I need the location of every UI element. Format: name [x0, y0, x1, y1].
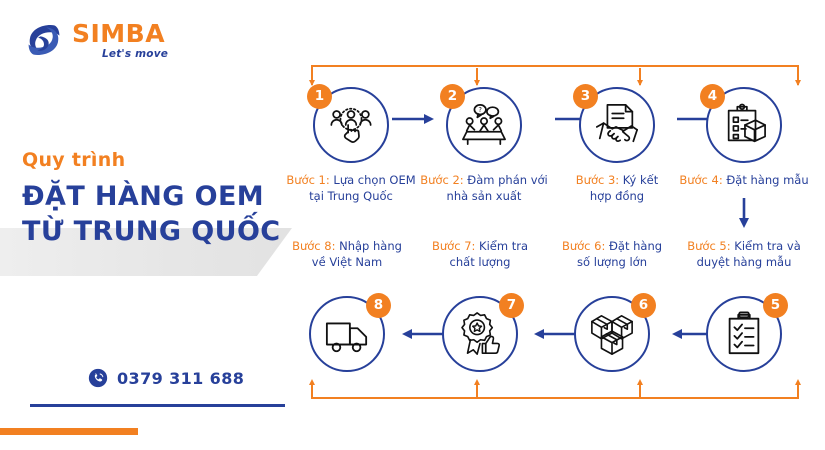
step-node-4[interactable]: 4	[700, 84, 782, 163]
phone-icon	[88, 368, 108, 388]
step-label-7: Bước 7:	[432, 239, 476, 253]
brand-logo[interactable]: SIMBA Let's move	[22, 18, 168, 62]
step-node-6[interactable]: 6	[574, 293, 656, 372]
step-node-1[interactable]: 1	[307, 84, 389, 163]
step-text2-8: về Việt Nam	[311, 255, 383, 270]
user-selection-icon	[330, 107, 372, 143]
step-text2-7: chất lượng	[449, 255, 511, 270]
title-line-2: TỪ TRUNG QUỐC	[22, 216, 281, 248]
step-node-5[interactable]: 5	[706, 293, 788, 372]
divider-blue	[30, 404, 285, 407]
step-badge-1: 1	[307, 84, 332, 109]
step-caption-4: Bước 4: Đặt hàng mẫu	[675, 172, 813, 188]
step-caption-5: Bước 5: Kiểm tra và duyệt hàng mẫu	[675, 238, 813, 271]
arrow-step6-to-step7	[534, 329, 576, 339]
step-badge-2: 2	[440, 84, 465, 109]
step-text-3: Ký kết	[619, 173, 659, 187]
step-text-7: Kiểm tra	[475, 239, 528, 253]
step-caption-3: Bước 3: Ký kết hợp đồng	[548, 172, 686, 205]
arrow-step1-to-step2	[392, 114, 434, 124]
title-line-1: ĐẶT HÀNG OEM	[22, 180, 265, 212]
step-badge-7: 7	[499, 293, 524, 318]
stacked-boxes-icon	[591, 314, 633, 355]
step-caption-1: Bước 1: Lựa chọn OEM tại Trung Quốc	[282, 172, 420, 205]
step-label-5: Bước 5:	[687, 239, 731, 253]
step-badge-4: 4	[700, 84, 725, 109]
step-text2-2: nhà sản xuất	[446, 189, 522, 204]
delivery-truck-icon	[325, 322, 368, 353]
step-text-1: Lựa chọn OEM	[329, 173, 416, 187]
step-badge-8: 8	[366, 293, 391, 318]
step-text2-5: duyệt hàng mẫu	[696, 255, 792, 270]
step-badge-3: 3	[573, 84, 598, 109]
phone-number: 0379 311 688	[117, 368, 245, 388]
title-banner-shape	[0, 228, 292, 276]
title-eyebrow: Quy trình	[22, 149, 126, 171]
step-node-2[interactable]: 2 ?	[440, 84, 522, 163]
step-label-4: Bước 4:	[679, 173, 723, 187]
step-caption-2: Bước 2: Đàm phán với nhà sản xuất	[415, 172, 553, 205]
step-caption-6: Bước 6: Đặt hàng số lượng lớn	[543, 238, 681, 271]
arrow-step4-to-step5	[739, 198, 749, 228]
negotiation-meeting-icon: ?	[462, 104, 506, 146]
step-label-3: Bước 3:	[575, 173, 620, 187]
brand-tagline: Let's move	[102, 47, 169, 60]
arrow-step7-to-step8	[402, 329, 444, 339]
contract-handshake-icon	[596, 104, 638, 143]
step-text-4: Đặt hàng mẫu	[722, 173, 809, 187]
step-node-7[interactable]: 7	[442, 293, 524, 372]
step-label-1: Bước 1:	[286, 173, 330, 187]
bottom-connector-bracket	[309, 379, 801, 399]
clipboard-checklist-icon	[728, 311, 760, 355]
quality-badge-icon	[461, 312, 501, 355]
step-text-8: Nhập hàng	[335, 239, 402, 253]
top-connector-bracket	[309, 65, 801, 86]
step-node-8[interactable]: 8	[309, 293, 391, 372]
step-text-5: Kiểm tra và	[730, 239, 801, 253]
step-label-6: Bước 6:	[561, 239, 606, 253]
svg-text:?: ?	[478, 106, 482, 114]
step-node-3[interactable]: 3	[573, 84, 655, 163]
step-text-6: Đặt hàng	[605, 239, 663, 253]
step-caption-8: Bước 8: Nhập hàng về Việt Nam	[278, 238, 416, 271]
simba-swirl-icon	[28, 25, 60, 55]
step-caption-7: Bước 7: Kiểm tra chất lượng	[411, 238, 549, 271]
step-label-2: Bước 2:	[420, 173, 464, 187]
step-text2-3: hợp đồng	[589, 189, 645, 204]
step-text2-6: số lượng lớn	[577, 255, 647, 270]
title-block: Quy trình ĐẶT HÀNG OEM TỪ TRUNG QUỐC	[22, 149, 292, 250]
step-text-2: Đàm phán với	[463, 173, 548, 187]
clipboard-sample-box-icon	[727, 103, 766, 143]
step-badge-6: 6	[631, 293, 656, 318]
left-panel: SIMBA Let's move Quy trình ĐẶT HÀNG OEM …	[0, 0, 295, 450]
step-text2-1: tại Trung Quốc	[309, 189, 393, 204]
step-label-8: Bước 8:	[292, 239, 336, 253]
divider-orange	[0, 428, 138, 435]
brand-name: SIMBA	[72, 18, 166, 48]
step-badge-5: 5	[763, 293, 788, 318]
phone-contact[interactable]: 0379 311 688	[88, 368, 244, 388]
